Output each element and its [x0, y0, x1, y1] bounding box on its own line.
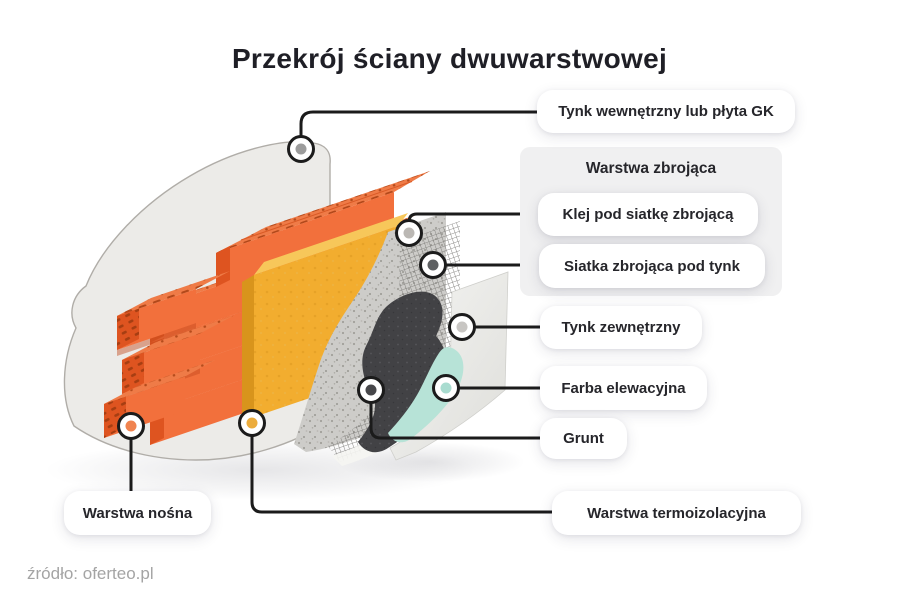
label-warstwa-nosna: Warstwa nośna — [64, 491, 211, 535]
marker-tynk-wewnetrzny — [287, 135, 315, 163]
label-tynk-zewnetrzny: Tynk zewnętrzny — [540, 306, 702, 349]
brick-course-end — [216, 246, 230, 287]
label-siatka-zbrojaca: Siatka zbrojąca pod tynk — [539, 244, 765, 288]
callout-markers — [117, 135, 476, 440]
page-title: Przekrój ściany dwuwarstwowej — [231, 42, 668, 74]
marker-tynk-zewnetrzny — [448, 313, 476, 341]
paint-shape — [388, 347, 464, 443]
ground-shadow-right — [335, 442, 525, 482]
callout-line-tynk-wewnetrzny — [299, 110, 537, 137]
reinforcing-layer-panel-title: Warstwa zbrojąca — [585, 160, 717, 177]
marker-klej — [395, 219, 423, 247]
label-klej-pod-siatke: Klej pod siatkę zbrojącą — [538, 193, 758, 236]
source-note: źródło: oferteo.pl — [27, 564, 154, 583]
insulation-top — [254, 213, 408, 275]
brick-course-front — [216, 192, 394, 287]
marker-nosna — [117, 412, 145, 440]
label-farba-elewacyjna: Farba elewacyjna — [540, 366, 707, 410]
insulation-side — [242, 275, 254, 424]
brick-top-joint — [240, 181, 413, 241]
marker-grunt — [357, 376, 385, 404]
brick-block-top-holes — [117, 271, 230, 316]
callout-line-termoizolacja — [250, 435, 553, 514]
brick-block-top-holes — [122, 315, 234, 360]
brick-block-shadow — [117, 323, 196, 356]
marker-farba — [432, 374, 460, 402]
label-tynk-wewnetrzny: Tynk wewnętrzny lub płyta GK — [537, 90, 795, 133]
mesh-layer — [328, 221, 460, 462]
label-warstwa-termoizolacyjna: Warstwa termoizolacyjna — [552, 491, 801, 535]
marker-termoizolacja — [238, 409, 266, 437]
mesh-shape — [328, 221, 460, 462]
marker-siatka — [419, 251, 447, 279]
paint-layer — [388, 347, 464, 443]
brick-block-end-holes — [117, 305, 139, 350]
brick-block-top-holes — [104, 359, 216, 404]
brick-block-end-holes — [122, 349, 144, 394]
label-grunt: Grunt — [540, 418, 627, 459]
callout-line-grunt — [369, 402, 541, 440]
